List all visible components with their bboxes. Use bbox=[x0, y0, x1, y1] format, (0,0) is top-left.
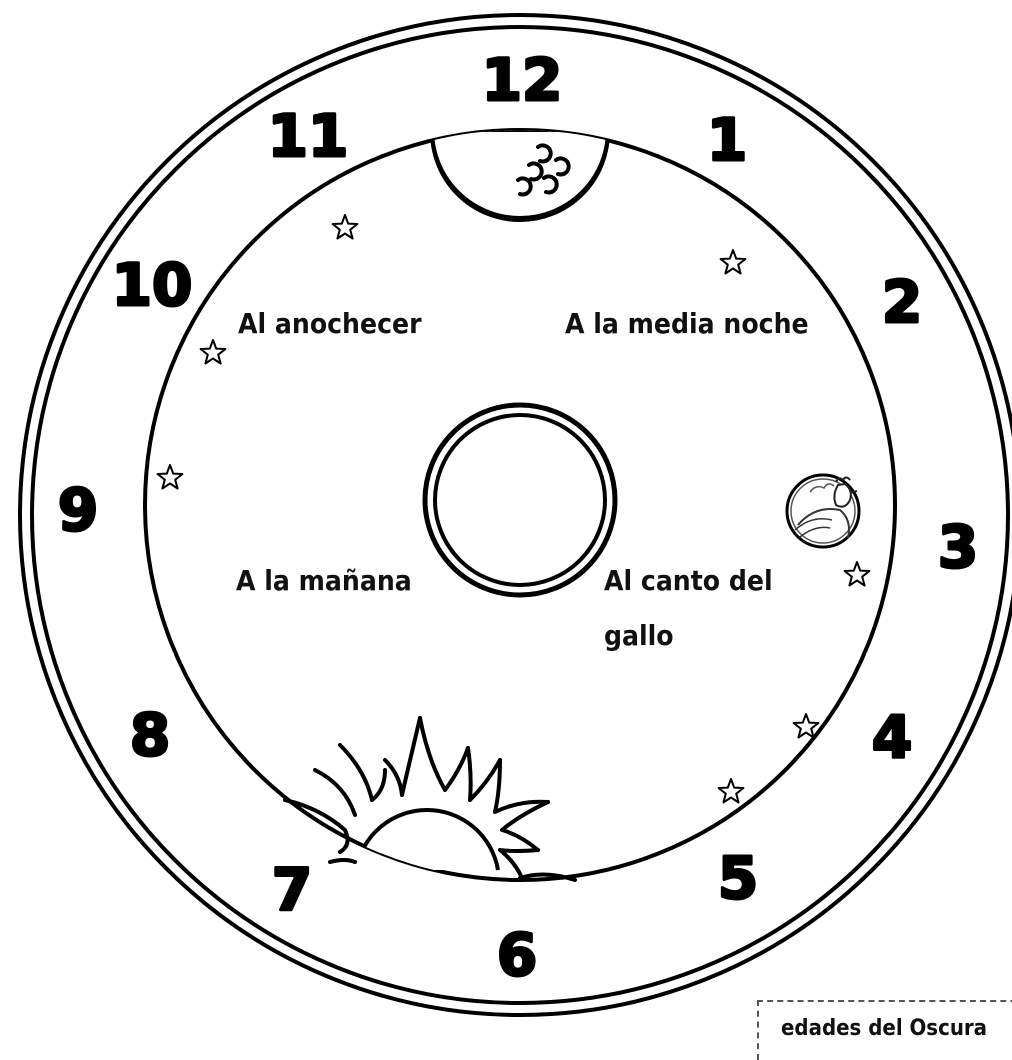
star-icon bbox=[201, 340, 226, 364]
hour-11: 11 bbox=[268, 102, 349, 170]
hour-8: 8 bbox=[130, 701, 170, 769]
label-rooster-line1: Al canto del bbox=[604, 564, 773, 597]
moon-icon bbox=[432, 130, 608, 220]
hour-3: 3 bbox=[938, 513, 978, 581]
star-icon bbox=[158, 465, 183, 489]
star-icon bbox=[333, 215, 358, 239]
hour-4: 4 bbox=[872, 703, 912, 771]
star-icon bbox=[845, 562, 870, 586]
hour-5: 5 bbox=[718, 844, 758, 912]
label-morning: A la mañana bbox=[236, 564, 412, 597]
label-midnight: A la media noche bbox=[565, 307, 809, 340]
rooster-icon bbox=[787, 475, 859, 547]
hour-12: 12 bbox=[482, 46, 563, 114]
label-rooster-line2: gallo bbox=[604, 619, 674, 652]
footer-cut-box: edades del Oscura bbox=[757, 1000, 1012, 1060]
star-icon bbox=[719, 779, 744, 803]
center-ring-inner bbox=[435, 415, 605, 585]
stars bbox=[158, 215, 870, 803]
hour-2: 2 bbox=[882, 268, 922, 336]
label-evening: Al anochecer bbox=[238, 307, 422, 340]
inner-face bbox=[145, 130, 895, 880]
hour-7: 7 bbox=[272, 856, 312, 924]
hour-9: 9 bbox=[58, 476, 98, 544]
hour-10: 10 bbox=[112, 251, 193, 319]
star-icon bbox=[721, 250, 746, 274]
center-ring-outer bbox=[425, 405, 615, 595]
hour-1: 1 bbox=[707, 106, 747, 174]
footer-text: edades del Oscura bbox=[781, 1016, 987, 1041]
sun-icon bbox=[356, 810, 498, 870]
hour-6: 6 bbox=[497, 921, 537, 989]
clock-face: 12 1 2 3 4 5 6 7 8 9 10 11 Al anochecer … bbox=[0, 0, 1012, 1018]
